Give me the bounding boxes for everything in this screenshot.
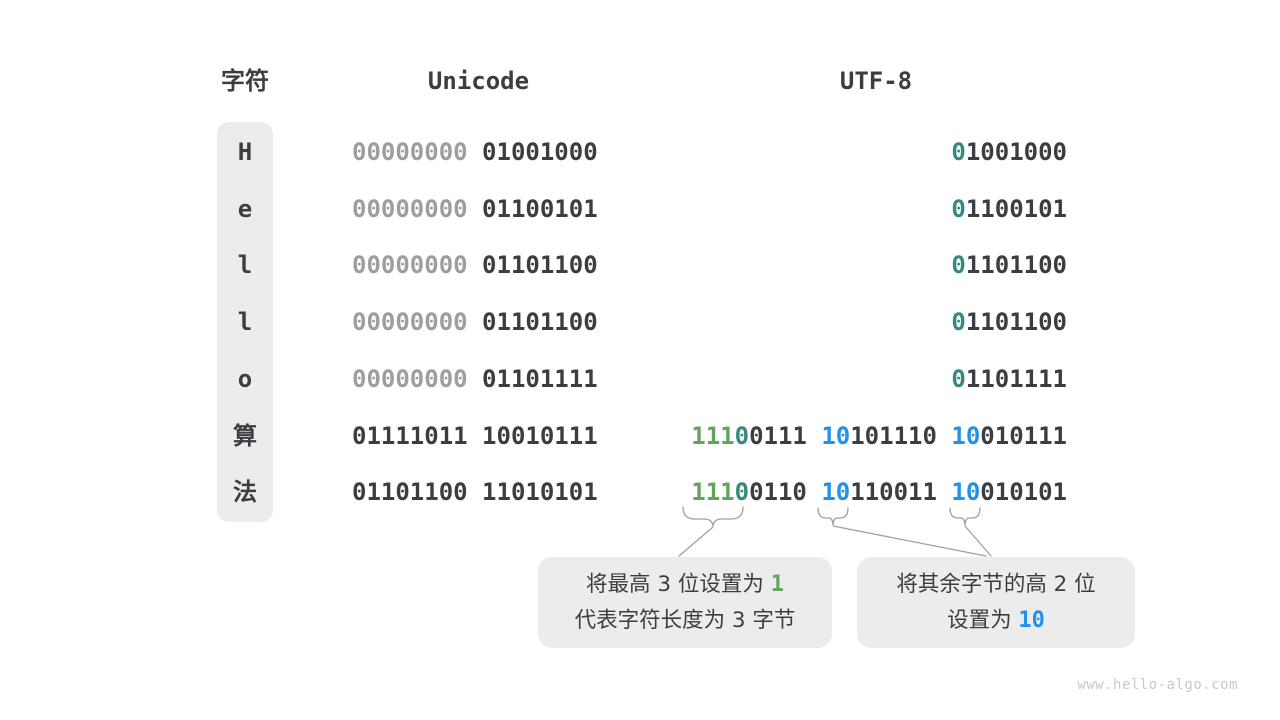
unicode-bits: 01101100 11010101 [352, 478, 598, 506]
bit-segment-blue: 10 [951, 421, 981, 450]
bit-segment-dark: 101110 [850, 421, 937, 450]
watermark: www.hello-algo.com [1077, 677, 1238, 693]
bit-segment-dark: 01101100 [482, 251, 598, 280]
column-header-character: 字符 [221, 67, 269, 95]
bit-segment-teal: 0 [951, 364, 966, 393]
character-cell: 法 [233, 478, 257, 507]
bit-segment-gray: 00000000 [352, 364, 468, 393]
unicode-bits: 00000000 01101111 [352, 365, 598, 393]
character-cell: l [237, 308, 253, 337]
bit-segment-dark: 1100101 [965, 194, 1067, 223]
bit-segment-dark: 010101 [980, 478, 1067, 507]
bit-segment-dark: 01101100 [482, 308, 598, 337]
column-header-unicode: Unicode [427, 67, 530, 95]
bit-segment-dark: 11010101 [482, 478, 598, 507]
bit-segment-teal: 0 [951, 251, 966, 280]
callout-continuation-bits: 将其余字节的高 2 位 设置为 10 [857, 557, 1135, 648]
bit-segment-dark: 1101111 [965, 364, 1067, 393]
bit-segment-gray: 00000000 [352, 251, 468, 280]
utf8-bits: 01101100 [951, 308, 1067, 336]
connector-right-callout-a [832, 525, 987, 557]
bit-segment-dark: 0111 [749, 421, 807, 450]
callout-high-bits-line1: 将最高 3 位设置为 1 [586, 570, 784, 599]
highlight-bits-10: 10 [1018, 608, 1045, 633]
callout-high-bits: 将最高 3 位设置为 1 代表字符长度为 3 字节 [538, 557, 832, 648]
unicode-bits: 00000000 01101100 [352, 251, 598, 279]
highlight-bit-1: 1 [770, 572, 784, 597]
bit-segment-dark: 1101100 [965, 251, 1067, 280]
bit-segment-dark: 01100101 [482, 194, 598, 223]
underbrace-10-byte3 [949, 507, 981, 526]
bit-segment-dark: 01101100 [352, 478, 468, 507]
bit-segment-dark: 01001000 [482, 138, 598, 166]
character-cell: 算 [233, 421, 257, 450]
bit-segment-gray: 00000000 [352, 308, 468, 337]
column-header-utf8: UTF-8 [839, 67, 913, 95]
character-column-pill [217, 122, 273, 522]
bit-segment-dark: 01111011 [352, 421, 468, 450]
character-cell: H [237, 138, 253, 166]
utf8-bits: 11100110 10110011 10010101 [691, 478, 1067, 506]
unicode-bits: 00000000 01101100 [352, 308, 598, 336]
bit-segment-green: 111 [691, 421, 735, 450]
character-cell: e [237, 194, 253, 223]
bit-segment-gray: 00000000 [352, 138, 468, 166]
character-cell: o [237, 364, 253, 393]
bit-segment-teal: 0 [734, 478, 750, 507]
unicode-bits: 01111011 10010111 [352, 422, 598, 450]
connector-left-callout [678, 526, 714, 557]
bit-segment-dark: 010111 [980, 421, 1067, 450]
unicode-bits: 00000000 01100101 [352, 195, 598, 223]
unicode-bits: 00000000 01001000 [352, 138, 598, 166]
bit-segment-blue: 10 [951, 478, 981, 507]
bit-segment-blue: 10 [821, 421, 851, 450]
connector-right-callout-b [964, 525, 992, 557]
utf8-bits: 01100101 [951, 195, 1067, 223]
bit-segment-green: 111 [691, 478, 735, 507]
utf8-bits: 11100111 10101110 10010111 [691, 422, 1067, 450]
bit-segment-dark: 0110 [749, 478, 807, 507]
callout-continuation-line2: 设置为 10 [947, 606, 1045, 635]
underbrace-10-byte2 [817, 507, 849, 526]
bit-segment-dark: 1101100 [965, 308, 1067, 337]
utf8-bits: 01101100 [951, 251, 1067, 279]
callout-continuation-text: 设置为 [947, 608, 1019, 633]
callout-continuation-line1: 将其余字节的高 2 位 [896, 572, 1096, 597]
bit-segment-dark: 1001000 [965, 138, 1067, 166]
bit-segment-teal: 0 [951, 308, 966, 337]
underbrace-1110 [682, 506, 744, 527]
bit-segment-teal: 0 [951, 138, 966, 166]
bit-segment-dark: 01101111 [482, 364, 598, 393]
bit-segment-teal: 0 [951, 194, 966, 223]
bit-segment-blue: 10 [821, 478, 851, 507]
callout-high-bits-line2: 代表字符长度为 3 字节 [574, 608, 796, 633]
bit-segment-dark: 110011 [850, 478, 937, 507]
callout-high-bits-text: 将最高 3 位设置为 [586, 572, 771, 597]
utf8-bits: 01001000 [951, 138, 1067, 166]
character-cell: l [237, 251, 253, 280]
bit-segment-teal: 0 [734, 421, 750, 450]
utf8-bits: 01101111 [951, 365, 1067, 393]
bit-segment-dark: 10010111 [482, 421, 598, 450]
bit-segment-gray: 00000000 [352, 194, 468, 223]
